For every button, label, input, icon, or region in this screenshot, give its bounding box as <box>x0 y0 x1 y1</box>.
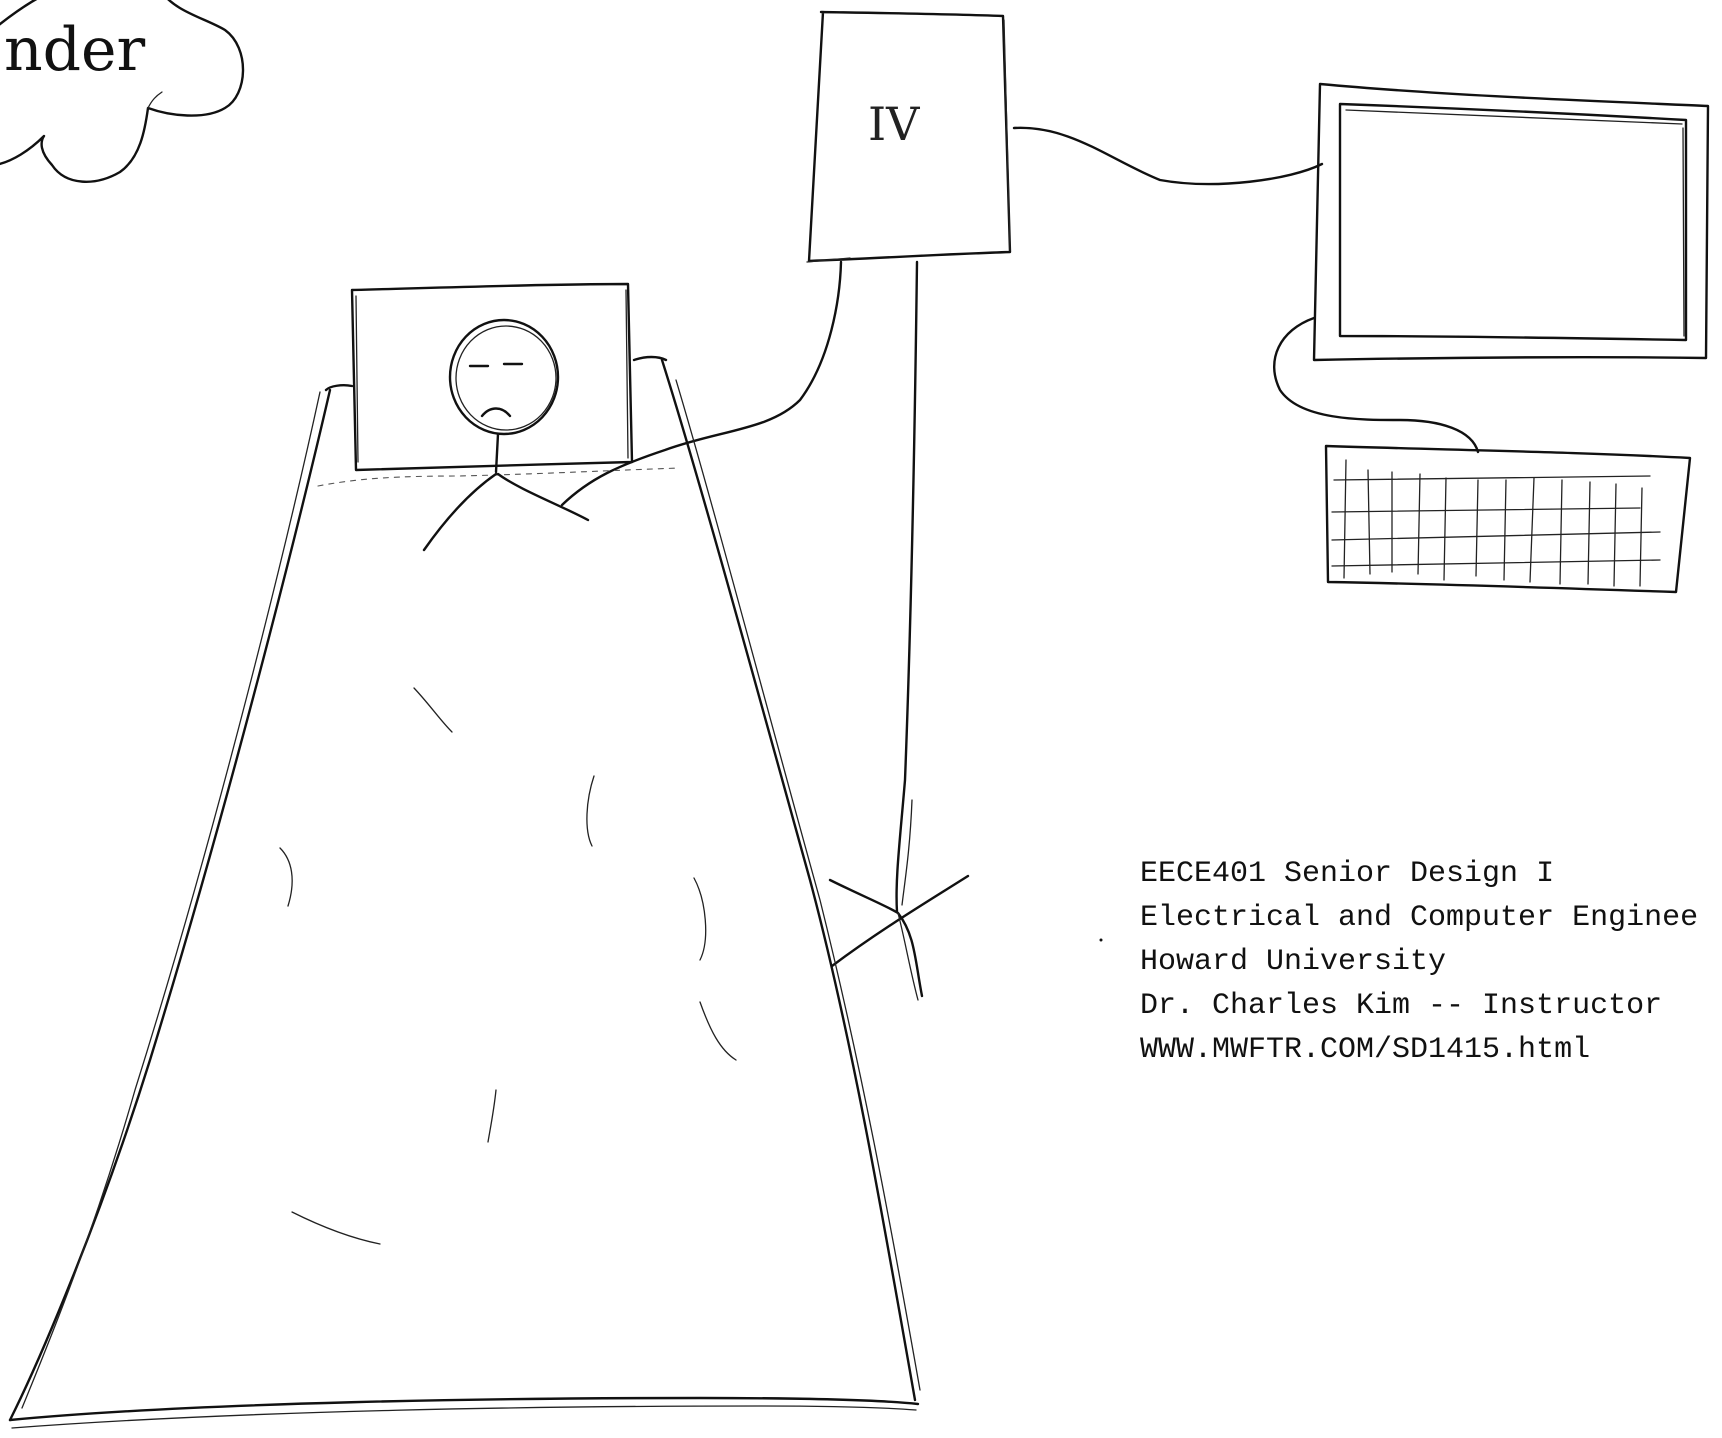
bed-head-rail <box>326 357 666 390</box>
patient <box>424 320 588 550</box>
pillow-edge <box>356 290 628 462</box>
iv-to-monitor-cable <box>1014 128 1322 184</box>
thought-cloud: nder <box>0 0 243 182</box>
patient-head <box>450 320 558 434</box>
course-credits: EECE401 Senior Design I Electrical and C… <box>1140 852 1698 1072</box>
iv-stand-pole-shadow <box>902 800 912 905</box>
department-name: Electrical and Computer Enginee <box>1140 896 1698 940</box>
computer-monitor <box>1314 84 1708 360</box>
keyboard-outline <box>1326 446 1690 592</box>
monitor-outer-frame <box>1314 84 1708 360</box>
iv-stand-pole <box>897 262 917 912</box>
course-title: EECE401 Senior Design I <box>1140 852 1698 896</box>
university-name: Howard University <box>1140 940 1698 984</box>
bed-left-edge <box>10 390 330 1420</box>
website-link[interactable]: WWW.MWFTR.COM/SD1415.html <box>1140 1028 1698 1072</box>
patient-right-arm <box>498 474 588 520</box>
monitor-screen <box>1340 104 1686 340</box>
keyboard <box>1326 446 1690 592</box>
blanket-fold <box>587 776 594 846</box>
iv-stand-base <box>830 876 968 1000</box>
pillow <box>352 284 632 470</box>
monitor-screen-inner <box>1346 110 1684 336</box>
patient-frown <box>482 409 510 417</box>
monitor-to-keyboard-cable <box>1274 318 1478 452</box>
stray-dot <box>1100 939 1103 942</box>
patient-head-outline <box>456 326 556 430</box>
patient-eyes <box>470 364 522 366</box>
blanket-fold <box>292 1212 380 1244</box>
iv-bag: IV <box>807 12 1010 262</box>
blanket-fold <box>700 1002 736 1060</box>
instructor-name: Dr. Charles Kim -- Instructor <box>1140 984 1698 1028</box>
iv-stand-leg <box>830 880 922 996</box>
blanket-fold <box>694 878 706 960</box>
blanket-fold <box>414 688 452 732</box>
keyboard-key-rows <box>1332 476 1660 566</box>
bed-right-edge <box>662 360 915 1400</box>
pillow-outline <box>352 284 632 470</box>
blanket-fold <box>488 1090 496 1142</box>
patient-left-arm <box>424 474 496 550</box>
blanket-fold <box>280 848 292 906</box>
thought-cloud-bump <box>148 92 162 108</box>
iv-label: IV <box>868 97 920 151</box>
bed-left-edge-shadow <box>22 392 320 1408</box>
thought-cloud-label: nder <box>4 15 146 85</box>
hospital-bed <box>10 357 920 1428</box>
